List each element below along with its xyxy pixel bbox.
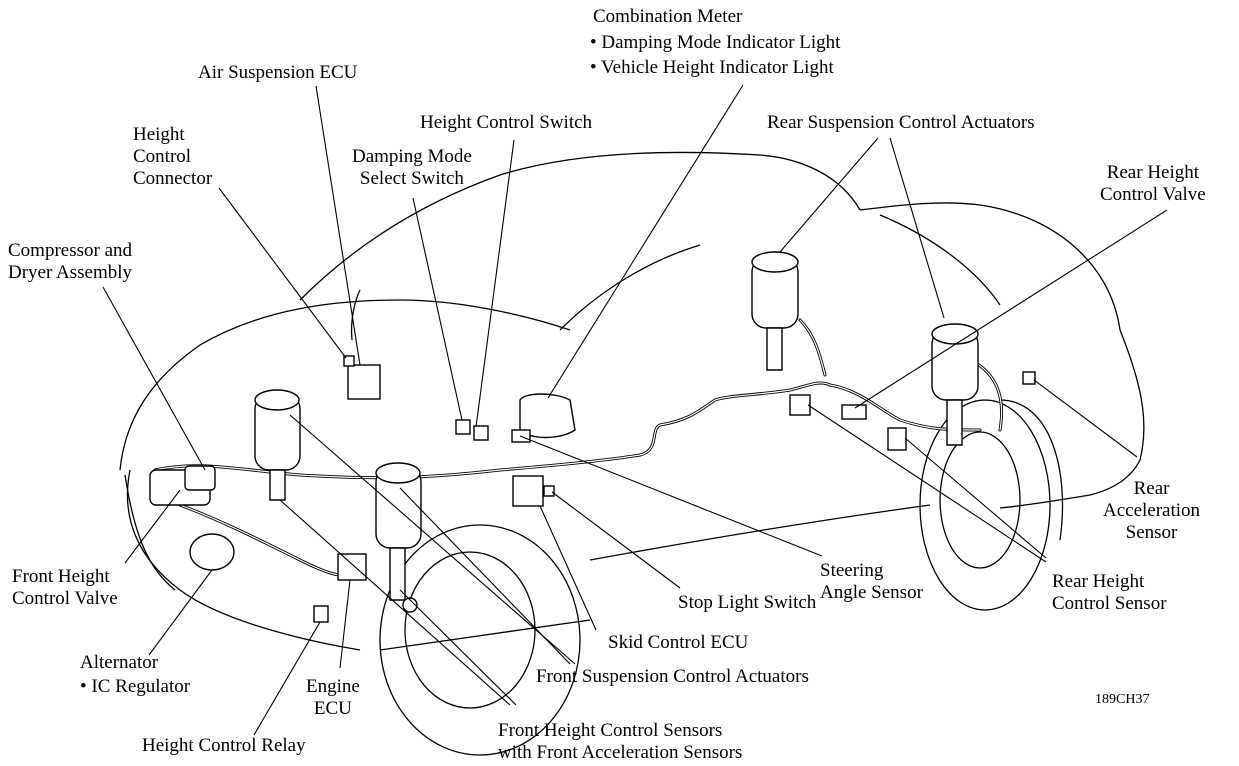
label-rear-acceleration-sensor: Rear Acceleration Sensor: [1103, 478, 1201, 543]
height-control-relay-box: [313, 605, 329, 623]
height-switch-box: [473, 425, 489, 441]
label-compressor-dryer: Compressor and Dryer Assembly: [8, 240, 133, 283]
label-ic-regulator: • IC Regulator: [80, 676, 191, 697]
rear-height-sensor-right: [887, 427, 907, 451]
label-rear-height-control-sensor: Rear Height Control Sensor: [1052, 571, 1167, 614]
label-damping-mode-indicator: • Damping Mode Indicator Light: [590, 32, 841, 53]
label-height-control-connector: Height Control Connector: [133, 124, 213, 189]
label-alternator: Alternator: [80, 652, 159, 673]
front-wheel: [379, 524, 581, 756]
front-left-actuator: [254, 389, 301, 501]
label-engine-ecu: Engine ECU: [306, 676, 360, 719]
label-front-height-sensors: Front Height Control Sensors with Front …: [498, 720, 743, 763]
skid-control-ecu-box: [512, 475, 544, 507]
label-skid-control-ecu: Skid Control ECU: [608, 632, 749, 653]
label-steering-angle-sensor: Steering Angle Sensor: [820, 560, 923, 603]
rear-wheel: [919, 399, 1064, 611]
rear-left-actuator: [751, 251, 799, 371]
label-rear-suspension-actuators: Rear Suspension Control Actuators: [767, 112, 1035, 133]
label-damping-mode-select-switch: Damping Mode Select Switch: [352, 146, 472, 189]
rear-height-valve-box: [841, 404, 867, 420]
rear-right-actuator: [931, 323, 979, 446]
label-front-suspension-actuators: Front Suspension Control Actuators: [536, 666, 809, 687]
label-height-control-switch: Height Control Switch: [420, 112, 593, 133]
label-air-suspension-ecu: Air Suspension ECU: [198, 62, 358, 83]
figure-code: 189CH37: [1095, 692, 1150, 707]
dryer-shape: [184, 465, 216, 491]
rear-acceleration-sensor-box: [1022, 371, 1036, 385]
label-height-control-relay: Height Control Relay: [142, 735, 306, 756]
stop-light-switch-box: [543, 485, 555, 497]
damping-switch-box: [455, 419, 471, 435]
engine-ecu-box: [337, 553, 367, 581]
label-rear-height-control-valve: Rear Height Control Valve: [1100, 162, 1206, 205]
label-stop-light-switch: Stop Light Switch: [678, 592, 817, 613]
leader-lines: [102, 84, 1168, 736]
label-vehicle-height-indicator: • Vehicle Height Indicator Light: [590, 57, 834, 78]
label-front-height-control-valve: Front Height Control Valve: [12, 566, 118, 609]
rear-height-sensor-left: [789, 394, 811, 416]
alternator-shape: [189, 533, 235, 571]
height-control-connector-box: [343, 355, 355, 367]
label-combination-meter: Combination Meter: [593, 6, 743, 27]
front-right-actuator: [375, 462, 422, 613]
car-body-outline: [119, 151, 1145, 651]
air-suspension-ecu-box: [347, 364, 381, 400]
